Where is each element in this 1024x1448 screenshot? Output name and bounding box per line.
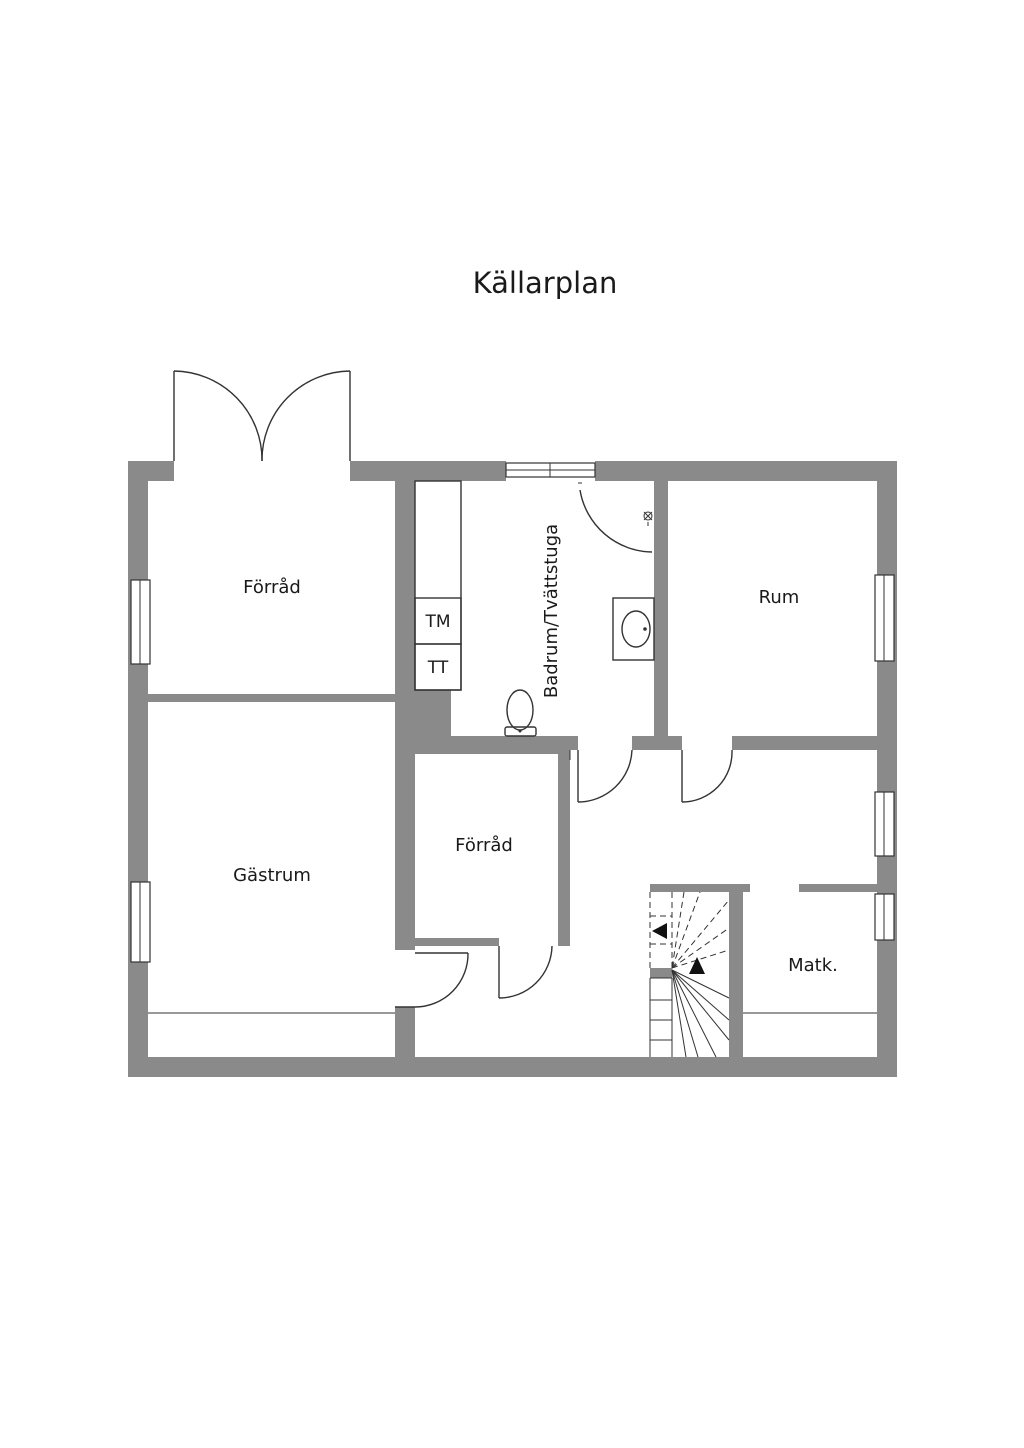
window-right-matk: [874, 893, 895, 941]
door-forrad-middle: [498, 945, 553, 999]
windows: [130, 462, 895, 963]
wall-forrad-gastrum: [148, 694, 395, 702]
stair-lower-flight: [649, 969, 730, 1058]
room-labels: Förråd Gästrum Rum Förråd Matk.: [233, 577, 838, 976]
wall-forrad2-top: [415, 750, 570, 754]
stair-arrow-up-icon: [689, 957, 705, 974]
window-left-forrad: [130, 579, 151, 665]
room-label-guest-room: Gästrum: [233, 865, 311, 886]
room-label-bath-laundry: Badrum/Tvättstuga: [541, 524, 562, 698]
toilet-icon: [504, 689, 537, 737]
window-left-gastrum: [130, 881, 151, 963]
wall-center-left-lower: [395, 1007, 415, 1057]
outer-wall-left: [128, 461, 148, 1077]
shower-icon: [578, 482, 653, 553]
sink-icon: [612, 597, 655, 661]
tumble-dryer: [414, 643, 462, 691]
stairs: [649, 891, 730, 1058]
outer-wall-right: [877, 461, 897, 1077]
window-right-hall: [874, 791, 895, 857]
door-bathroom: [577, 749, 633, 803]
doors: [173, 370, 733, 1008]
room-label-storage-top: Förråd: [243, 577, 301, 598]
wall-bath-rum: [654, 481, 668, 750]
room-label-room: Rum: [759, 587, 800, 608]
wall-stair-mid: [650, 968, 672, 978]
wall-bath-bottom: [451, 736, 578, 750]
outer-wall-top-mid: [350, 461, 506, 481]
wall-bath-corner: [415, 690, 451, 750]
wall-forrad2-right: [558, 750, 570, 946]
door-exterior-double: [173, 370, 351, 462]
room-label-pantry: Matk.: [788, 955, 838, 976]
room-label-storage-middle: Förråd: [455, 835, 513, 856]
window-right-rum: [874, 574, 895, 662]
tumble-dryer-label: TT: [427, 658, 449, 678]
door-rum: [681, 749, 733, 803]
door-gastrum: [395, 952, 469, 1008]
wall-stair-top: [650, 884, 750, 892]
wall-rum-bottom: [732, 736, 877, 750]
wall-stair-right: [729, 884, 743, 1057]
stair-arrow-left-icon: [652, 923, 667, 939]
stair-upper-flight: [649, 891, 730, 969]
outer-wall-bottom: [128, 1057, 897, 1077]
outer-wall-top-right: [595, 461, 897, 481]
wall-forrad2-bottom: [415, 938, 499, 946]
window-top-bath: [505, 462, 596, 478]
wall-center-left-upper: [395, 481, 415, 950]
wall-matk-top: [799, 884, 877, 892]
walls: [128, 461, 897, 1077]
washing-machine-label: TM: [424, 612, 450, 632]
interior-lines: [148, 750, 877, 1014]
bath-fixtures: TM TT Badrum/Tvättstuga: [414, 480, 655, 737]
plan-title: Källarplan: [473, 266, 618, 300]
